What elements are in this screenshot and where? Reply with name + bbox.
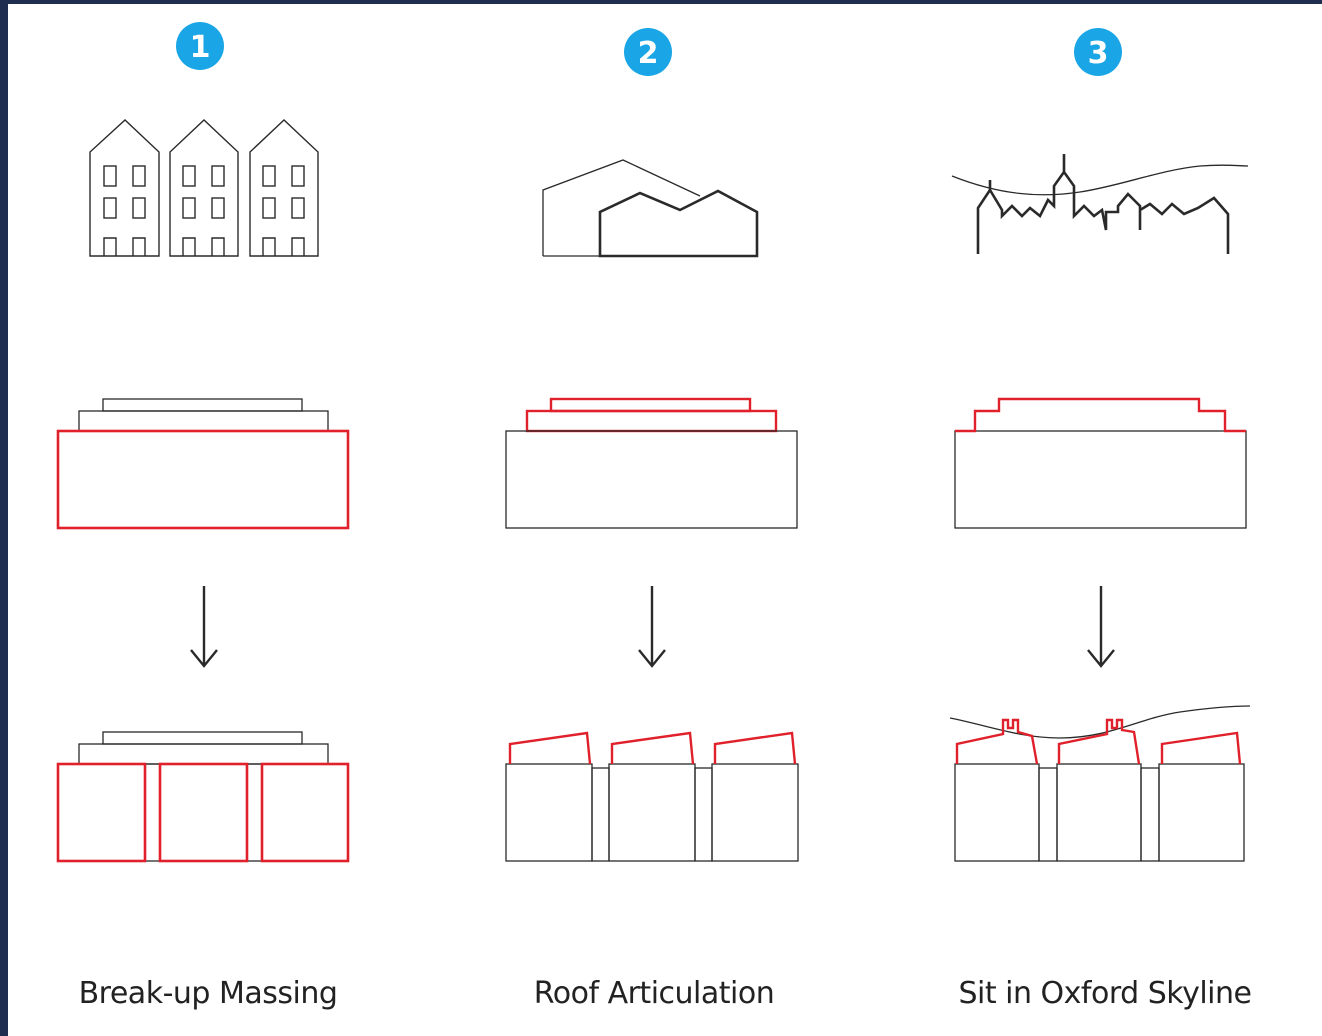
diagram-canvas: 1 2 3 xyxy=(8,4,1322,1036)
townhouses-icon xyxy=(89,119,319,257)
massing-before-2 xyxy=(505,397,798,529)
massing-after-2 xyxy=(505,731,799,862)
caption-oxford-skyline: Sit in Oxford Skyline xyxy=(958,976,1252,1011)
oxford-skyline-icon xyxy=(951,154,1249,254)
massing-after-3 xyxy=(949,705,1251,862)
roof-profile-icon xyxy=(542,159,759,258)
svg-text:2: 2 xyxy=(638,36,659,71)
caption-break-up-massing: Break-up Massing xyxy=(78,976,338,1011)
massing-before-3 xyxy=(954,397,1247,529)
step-badge-2: 2 xyxy=(624,28,672,76)
massing-before-1 xyxy=(56,398,350,530)
svg-text:1: 1 xyxy=(190,30,211,65)
diagram-svg: 1 2 3 xyxy=(56,22,1251,863)
down-arrow-icon xyxy=(190,586,218,668)
massing-after-1 xyxy=(56,731,350,863)
caption-roof-articulation: Roof Articulation xyxy=(533,976,775,1011)
step-badge-3: 3 xyxy=(1074,28,1122,76)
down-arrow-icon xyxy=(1087,586,1115,668)
down-arrow-icon xyxy=(638,586,666,668)
svg-text:3: 3 xyxy=(1088,36,1109,71)
step-badge-1: 1 xyxy=(176,22,224,70)
